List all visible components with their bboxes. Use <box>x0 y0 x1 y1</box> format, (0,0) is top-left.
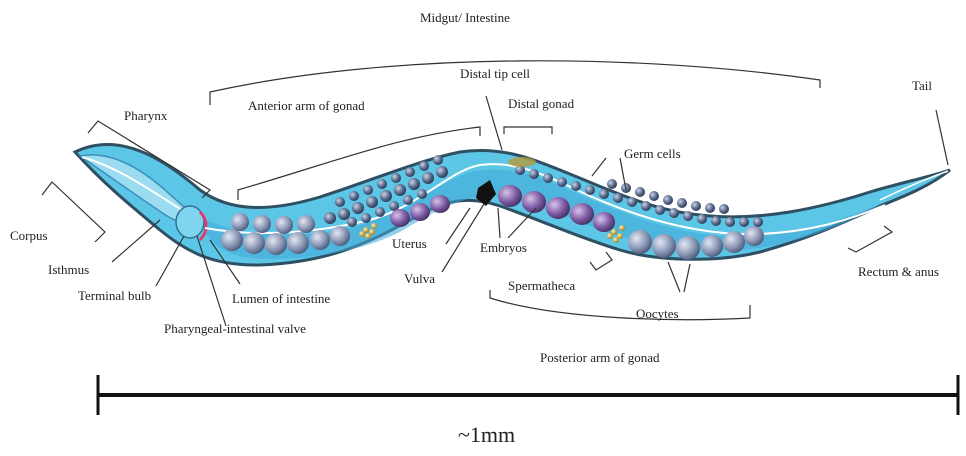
posterior-arm-label: Posterior arm of gonad <box>540 350 660 365</box>
terminal-bulb-label: Terminal bulb <box>78 288 151 303</box>
terminal-bulb-leader <box>156 236 184 286</box>
oocyte-leader-2 <box>684 264 690 292</box>
germ-cells-label: Germ cells <box>624 146 681 161</box>
scale-bar: ~1mm <box>98 375 958 447</box>
distal-tip-leader <box>486 96 502 150</box>
spermatheca-label: Spermatheca <box>508 278 575 293</box>
vulva-leader <box>442 204 484 272</box>
corpus-bracket <box>42 182 105 242</box>
corpus-label: Corpus <box>10 228 48 243</box>
germ-leader-1 <box>592 158 606 176</box>
rectum-bracket <box>848 226 892 252</box>
tail-label: Tail <box>912 78 932 93</box>
scale-label: ~1mm <box>458 422 515 447</box>
terminal-bulb-shape <box>176 206 204 238</box>
uterus-label: Uterus <box>392 236 427 251</box>
distal-gonad-label: Distal gonad <box>508 96 575 111</box>
anterior-arm-label: Anterior arm of gonad <box>248 98 365 113</box>
distal-tip-cell-shape <box>508 157 536 167</box>
posterior-arm-bracket <box>490 290 750 320</box>
oocytes-label: Oocytes <box>636 306 679 321</box>
distal-tip-cell-label: Distal tip cell <box>460 66 530 81</box>
uterus-leader <box>446 208 470 244</box>
spermatheca-bracket <box>590 252 612 270</box>
tail-leader <box>936 110 948 165</box>
midgut-label: Midgut/ Intestine <box>420 10 510 25</box>
lumen-label: Lumen of intestine <box>232 291 330 306</box>
oocyte-leader-1 <box>668 262 680 292</box>
distal-gonad-bracket <box>504 127 552 134</box>
isthmus-leader <box>112 220 160 262</box>
pharynx-label: Pharynx <box>124 108 168 123</box>
embryo-leader-1 <box>498 208 500 238</box>
embryos-label: Embryos <box>480 240 527 255</box>
rectum-label: Rectum & anus <box>858 264 939 279</box>
vulva-label: Vulva <box>404 271 435 286</box>
isthmus-label: Isthmus <box>48 262 89 277</box>
valve-label: Pharyngeal-intestinal valve <box>164 321 306 336</box>
